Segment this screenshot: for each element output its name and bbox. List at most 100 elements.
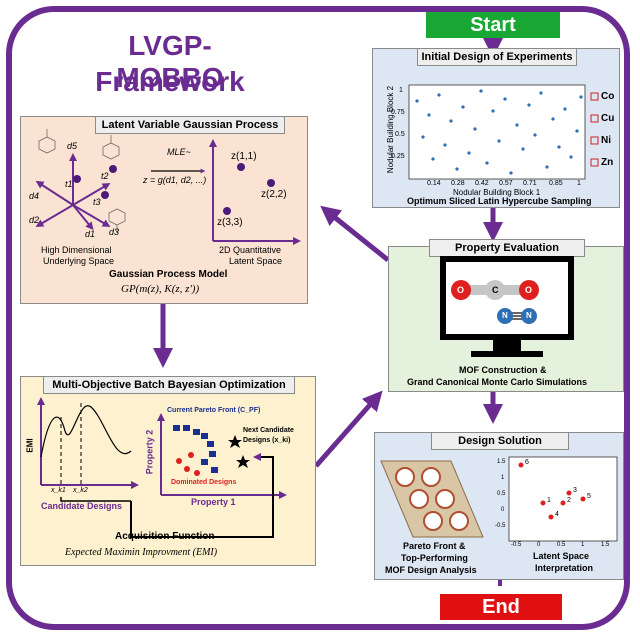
mof-structure-image (380, 460, 484, 538)
next-candidate-line1: Next Candidate (243, 427, 294, 434)
loop-arrow (130, 453, 274, 538)
dominated-designs-label: Dominated Designs (171, 479, 237, 486)
axis-label-d1: d1 (85, 229, 96, 239)
end-badge: End (440, 594, 562, 620)
doe-ytick-1: 1 (399, 87, 403, 94)
co2-carbon (485, 280, 505, 300)
latent-scatter-points (518, 462, 586, 520)
underlying-points (73, 165, 117, 199)
latent-ytick-05: 0.5 (497, 491, 506, 497)
space-right-line2: Latent Space (229, 256, 283, 266)
xk2-label: x_k2 (73, 487, 88, 494)
space-left-line1: High Dimensional (41, 245, 112, 255)
xk1-label: x_k1 (51, 487, 66, 494)
monitor-illustration (440, 256, 574, 357)
doe-plot (408, 84, 599, 180)
doe-panel-title: Initial Design of Experiments (417, 48, 577, 66)
doe-xtick-1: 1 (577, 180, 581, 187)
latent-xtick-m05: -0.5 (511, 542, 522, 548)
latent-xtick-15: 1.5 (601, 542, 610, 548)
latent-points (223, 163, 275, 215)
solution-caption-right-2: Interpretation (535, 563, 594, 573)
doe-ytick-075: 0.75 (391, 109, 405, 116)
latent-point-6: 6 (525, 459, 529, 466)
lvgp-panel: Latent Variable Gaussian Process (20, 116, 308, 304)
latent-point-5: 5 (587, 493, 591, 500)
doe-panel: Initial Design of Experiments (372, 48, 620, 208)
design-solution-title: Design Solution (431, 432, 569, 450)
doe-xtick-042: 0.42 (475, 180, 489, 187)
solution-caption-left-3: MOF Design Analysis (385, 565, 477, 575)
co2-oxygen-left (451, 280, 471, 300)
monitor-base (471, 351, 543, 357)
point-label-t2: t2 (101, 171, 109, 181)
latent-label-z33: z(3,3) (217, 217, 243, 228)
lvgp-diagram (35, 129, 301, 245)
latent-xtick-05: 0.5 (557, 542, 566, 548)
doe-ylabel: Nodular Building Block 2 (386, 85, 396, 174)
latent-ytick-0: 0 (501, 507, 505, 513)
point-label-t3: t3 (93, 197, 101, 207)
latent-point-3: 3 (573, 487, 577, 494)
property-evaluation-panel: Property Evaluation O C O N N MOF Constr… (388, 239, 624, 392)
latent-label-z22: z(2,2) (261, 189, 287, 200)
doe-xlabel: Nodular Building Block 1 (453, 188, 541, 197)
design-solution-panel: Design Solution 1 2 3 (374, 432, 624, 580)
framework-title-line2: Framework (95, 66, 245, 97)
mle-text-line2: z = g(d1, d2, ...) (143, 175, 207, 185)
n2-nitrogen-right (521, 308, 537, 324)
acquisition-function-subtitle: Expected Maximin Improvment (EMI) (65, 547, 218, 558)
solution-caption-left-1: Pareto Front & (403, 541, 466, 551)
pareto-front-label: Current Pareto Front (C_PF) (167, 407, 261, 414)
mobbo-panel-title: Multi-Objective Batch Bayesian Optimizat… (43, 376, 295, 394)
gp-model-formula: GP(m(z), K(z, z')) (121, 283, 200, 295)
start-badge: Start (426, 12, 560, 38)
mobbo-panel: Multi-Objective Batch Bayesian Optimizat… (20, 376, 316, 566)
metal-label-co: Co (601, 91, 615, 102)
solution-caption-right-1: Latent Space (533, 551, 590, 561)
axis-label-d4: d4 (29, 191, 40, 201)
arrow-mobbo-to-prop (314, 390, 383, 468)
metal-label-ni: Ni (601, 135, 611, 146)
latent-xtick-1: 1 (581, 542, 585, 548)
co2-oxygen-right (519, 280, 539, 300)
doe-xtick-057: 0.57 (499, 180, 513, 187)
pareto-front-points (173, 425, 218, 473)
prop-caption-line2: Grand Canonical Monte Carlo Simulations (407, 377, 588, 387)
space-left-line2: Underlying Space (43, 256, 115, 266)
gp-model-title: Gaussian Process Model (109, 269, 228, 280)
candidate-designs-label: Candidate Designs (41, 501, 123, 511)
doe-xtick-014: 0.14 (427, 180, 441, 187)
next-candidate-stars (228, 435, 250, 468)
prop-caption-line1: MOF Construction & (459, 365, 547, 375)
latent-ytick-1: 1 (501, 475, 505, 481)
metal-label-zn: Zn (601, 157, 614, 168)
framework-title-line1: LVGP-MOBBO (116, 30, 224, 93)
doe-scatter-points (415, 89, 583, 175)
emi-curve (40, 405, 132, 458)
latent-ytick-m05: -0.5 (495, 523, 506, 529)
doe-xtick-071: 0.71 (523, 180, 537, 187)
doe-xtick-085: 0.85 (549, 180, 563, 187)
arrow-prop-to-lvgp (320, 205, 390, 262)
space-right-line1: 2D Quantitative (219, 245, 282, 255)
point-label-t1: t1 (65, 179, 73, 189)
axis-label-d2: d2 (29, 215, 40, 225)
n2-nitrogen-left (497, 308, 513, 324)
n2-label-n2: N (526, 311, 532, 320)
latent-scatter-area (508, 456, 618, 542)
metal-icons (590, 92, 599, 167)
mle-text-line1: MLE~ (167, 147, 191, 157)
latent-axes (209, 139, 301, 245)
doe-caption: Optimum Sliced Latin Hypercube Sampling (407, 196, 592, 206)
dominated-points (176, 452, 200, 476)
latent-point-2: 2 (567, 497, 571, 504)
doe-plot-area (408, 84, 586, 180)
property1-label: Property 1 (191, 497, 236, 507)
solution-caption-left-2: Top-Performing (401, 553, 468, 563)
solution-graphics (380, 456, 618, 542)
high-dim-axes (35, 153, 111, 231)
mobbo-diagram (37, 397, 287, 538)
